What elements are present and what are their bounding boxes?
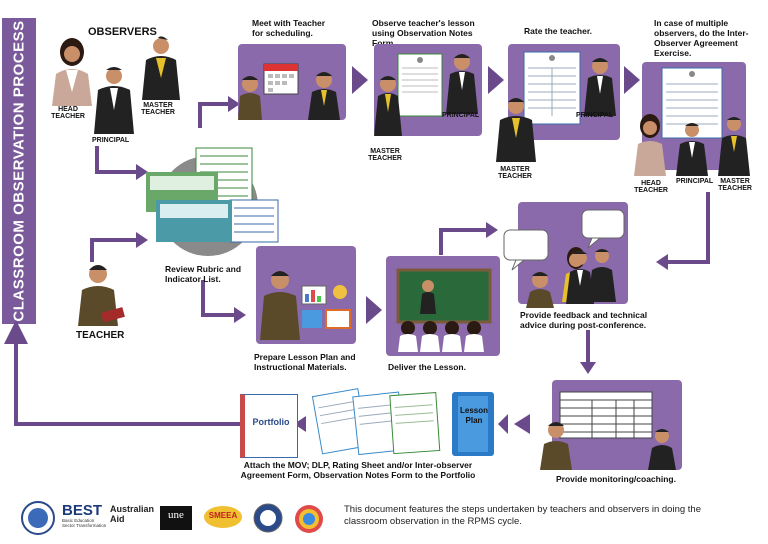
rate-master-teacher-figure	[496, 98, 536, 162]
rainbow-logo-icon	[295, 505, 323, 533]
step-meet-caption: Meet with Teacher for scheduling.	[252, 18, 326, 38]
step-prepare-caption: Prepare Lesson Plan and Instructional Ma…	[254, 352, 356, 372]
step-rate-caption: Rate the teacher.	[524, 26, 593, 36]
rate-illustration	[523, 51, 616, 125]
rate-principal-label: PRINCIPAL	[576, 112, 614, 119]
observers-label: OBSERVERS	[88, 26, 157, 38]
step-monitor-panel	[552, 380, 682, 470]
best-logo: BEST	[62, 502, 103, 519]
feedback-bubbles	[503, 229, 594, 308]
smeea-logo: SMEEA	[208, 511, 238, 520]
observe-master-teacher-label: MASTER TEACHER	[368, 148, 402, 162]
step-review-caption: Review Rubric and Indicator List.	[165, 264, 242, 284]
teacher-figure	[78, 265, 125, 326]
step-observe-panel	[374, 44, 482, 136]
step-deliver-caption: Deliver the Lesson.	[388, 362, 466, 372]
multiple-master-teacher-label: MASTER TEACHER	[718, 178, 752, 192]
lesson-plan-binder: Lesson Plan	[452, 392, 494, 456]
australian-aid-logo: Australian Aid	[110, 504, 155, 524]
observers-illustration	[52, 36, 180, 134]
step-meet-panel	[238, 44, 346, 120]
rate-master-teacher-label: MASTER TEACHER	[498, 166, 532, 180]
une-logo-box: une	[160, 506, 192, 530]
step-prepare-panel	[256, 246, 356, 344]
monitoring-illustration	[559, 391, 676, 470]
principal-label: PRINCIPAL	[92, 137, 130, 144]
rubric-documents	[146, 147, 279, 243]
multiple-observers-figures	[634, 114, 750, 176]
monitor-teacher-figure	[540, 422, 572, 470]
une-logo: une	[168, 509, 184, 521]
region-seal-icon	[253, 503, 283, 533]
best-logo-subtitle: Basic Education Sector Transformation	[62, 518, 107, 528]
process-title-bar: CLASSROOM OBSERVATION PROCESS	[2, 18, 36, 324]
observe-illustration	[374, 53, 478, 136]
lesson-plan-label: Lesson Plan	[459, 406, 488, 425]
multiple-principal-label: PRINCIPAL	[676, 178, 714, 185]
head-teacher-label: HEAD TEACHER	[51, 106, 85, 120]
step-deliver-panel	[386, 256, 500, 356]
step-rate-panel	[508, 44, 620, 140]
step-attach-caption: Attach the MOV; DLP, Rating Sheet and/or…	[240, 460, 476, 480]
classroom-illustration	[396, 268, 492, 352]
rating-forms-documents	[312, 388, 441, 456]
smeea-logo-box: SMEEA	[204, 506, 242, 528]
teacher-label: TEACHER	[76, 330, 125, 341]
step-monitor-caption: Provide monitoring/coaching.	[556, 474, 676, 484]
footer-description: This document features the steps underta…	[344, 504, 701, 527]
observe-principal-label: PRINCIPAL	[442, 112, 480, 119]
step-multiple-caption: In case of multiple observers, do the In…	[654, 18, 749, 58]
step-observe-caption: Observe teacher's lesson using Observati…	[372, 18, 475, 48]
master-teacher-label: MASTER TEACHER	[141, 102, 175, 116]
portfolio-binder: Portfolio	[240, 394, 298, 458]
multiple-head-teacher-label: HEAD TEACHER	[634, 180, 668, 194]
step-feedback-caption: Provide feedback and technical advice du…	[520, 310, 648, 330]
meeting-illustration	[238, 63, 340, 120]
portfolio-label: Portfolio	[252, 417, 290, 427]
prepare-illustration	[260, 271, 351, 340]
deped-seal-icon	[21, 501, 55, 535]
